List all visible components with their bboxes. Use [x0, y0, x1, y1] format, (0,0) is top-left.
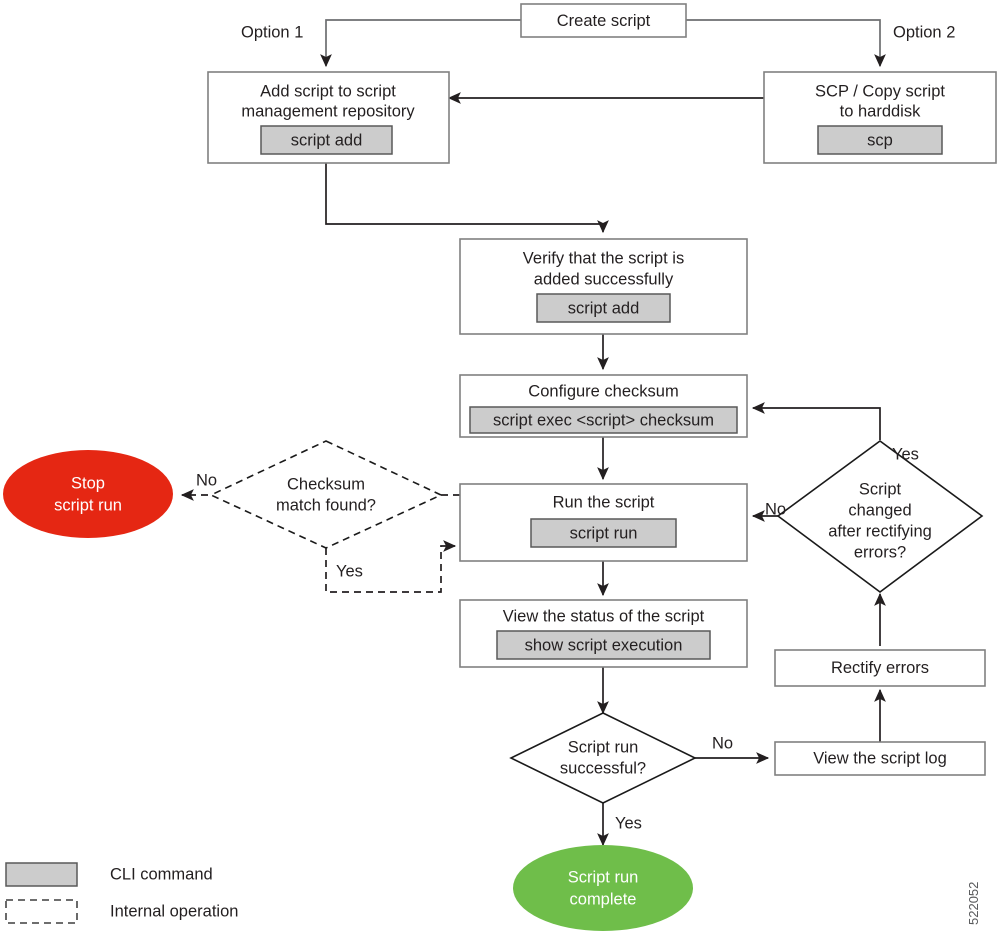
edge-label-run-yes: Yes [615, 814, 642, 832]
stop-script-run-line-1: Stop [71, 474, 105, 492]
legend-cli-swatch [5, 862, 78, 887]
node-script-run-complete[interactable]: Script run complete [513, 845, 693, 931]
script-run-complete-line-2: complete [570, 890, 637, 908]
edge-label-run-no: No [712, 734, 733, 752]
stop-script-run-line-2: script run [54, 496, 122, 514]
node-stop-script-run[interactable]: Stop script run [3, 450, 173, 538]
node-view-script-log[interactable]: View the script log [774, 741, 986, 776]
cli-chip-show-script-execution [496, 630, 711, 660]
legend-internal-swatch [5, 899, 78, 924]
node-create-script[interactable]: Create script [520, 3, 687, 38]
script-run-complete-ellipse [513, 845, 693, 931]
scp-copy-line-2: to harddisk [840, 102, 921, 120]
edge-label-checksum-yes: Yes [336, 562, 363, 580]
create-script-label: Create script [557, 12, 651, 30]
view-script-log-label: View the script log [813, 749, 947, 767]
scp-copy-command: scp [867, 131, 893, 149]
script-run-complete-line-1: Script run [568, 868, 639, 886]
node-checksum-decision[interactable]: Checksum match found? [209, 440, 443, 549]
edge-label-changed-yes: Yes [892, 445, 919, 463]
configure-checksum-line-1: Configure checksum [528, 382, 678, 400]
edge-label-changed-no: No [765, 500, 786, 518]
script-changed-line-1: Script [859, 480, 902, 498]
view-status-command: show script execution [525, 636, 683, 654]
edge-changed-yes-to-configure [751, 402, 881, 440]
edge-checksum-yes-to-run [325, 540, 457, 593]
edge-label-option-1: Option 1 [241, 23, 303, 41]
checksum-decision-line-1: Checksum [287, 475, 365, 493]
cli-chip-scp [817, 125, 943, 155]
node-rectify-errors[interactable]: Rectify errors [774, 649, 986, 687]
edge-label-checksum-no: No [196, 471, 217, 489]
script-changed-line-4: errors? [854, 543, 906, 561]
node-script-run-decision[interactable]: Script run successful? [509, 712, 697, 804]
node-scp-copy[interactable]: SCP / Copy script to harddisk scp [763, 71, 997, 164]
scp-copy-line-1: SCP / Copy script [815, 82, 945, 100]
node-view-status[interactable]: View the status of the script show scrip… [459, 599, 748, 668]
node-run-script[interactable]: Run the script script run [459, 483, 748, 562]
verify-added-command: script add [568, 299, 640, 317]
rectify-errors-label: Rectify errors [831, 659, 929, 677]
node-verify-added[interactable]: Verify that the script is added successf… [459, 238, 748, 335]
script-run-decision-line-1: Script run [568, 738, 639, 756]
legend-internal-operation-label: Internal operation [110, 902, 238, 920]
edge-add-script-to-verify [325, 163, 609, 234]
script-run-decision-line-2: successful? [560, 759, 646, 777]
stop-script-run-ellipse [3, 450, 173, 538]
configure-checksum-command: script exec <script> checksum [493, 411, 714, 429]
script-changed-line-2: changed [848, 501, 911, 519]
node-configure-checksum[interactable]: Configure checksum script exec <script> … [459, 374, 748, 438]
checksum-decision-line-2: match found? [276, 496, 376, 514]
add-script-command: script add [291, 131, 363, 149]
add-script-line-2: management repository [241, 102, 415, 120]
edge-create-to-add-script [320, 19, 521, 68]
verify-added-line-1: Verify that the script is [523, 249, 684, 267]
edge-create-to-scp [686, 19, 886, 68]
figure-id-label: 522052 [966, 882, 981, 925]
run-script-command: script run [570, 524, 638, 542]
cli-chip-script-add-1 [260, 125, 393, 155]
legend-cli-command-label: CLI command [110, 865, 213, 883]
run-script-line-1: Run the script [553, 493, 655, 511]
view-status-line-1: View the status of the script [503, 607, 705, 625]
cli-chip-script-exec-checksum [469, 406, 738, 434]
legend: CLI command Internal operation [5, 862, 238, 924]
node-add-script[interactable]: Add script to script management reposito… [207, 71, 450, 164]
cli-chip-script-run [530, 518, 677, 548]
add-script-line-1: Add script to script [260, 82, 396, 100]
script-changed-line-3: after rectifying [828, 522, 932, 540]
edge-label-option-2: Option 2 [893, 23, 955, 41]
cli-chip-script-add-2 [536, 293, 671, 323]
verify-added-line-2: added successfully [534, 270, 674, 288]
node-script-changed-decision[interactable]: Script changed after rectifying errors? [776, 440, 984, 593]
